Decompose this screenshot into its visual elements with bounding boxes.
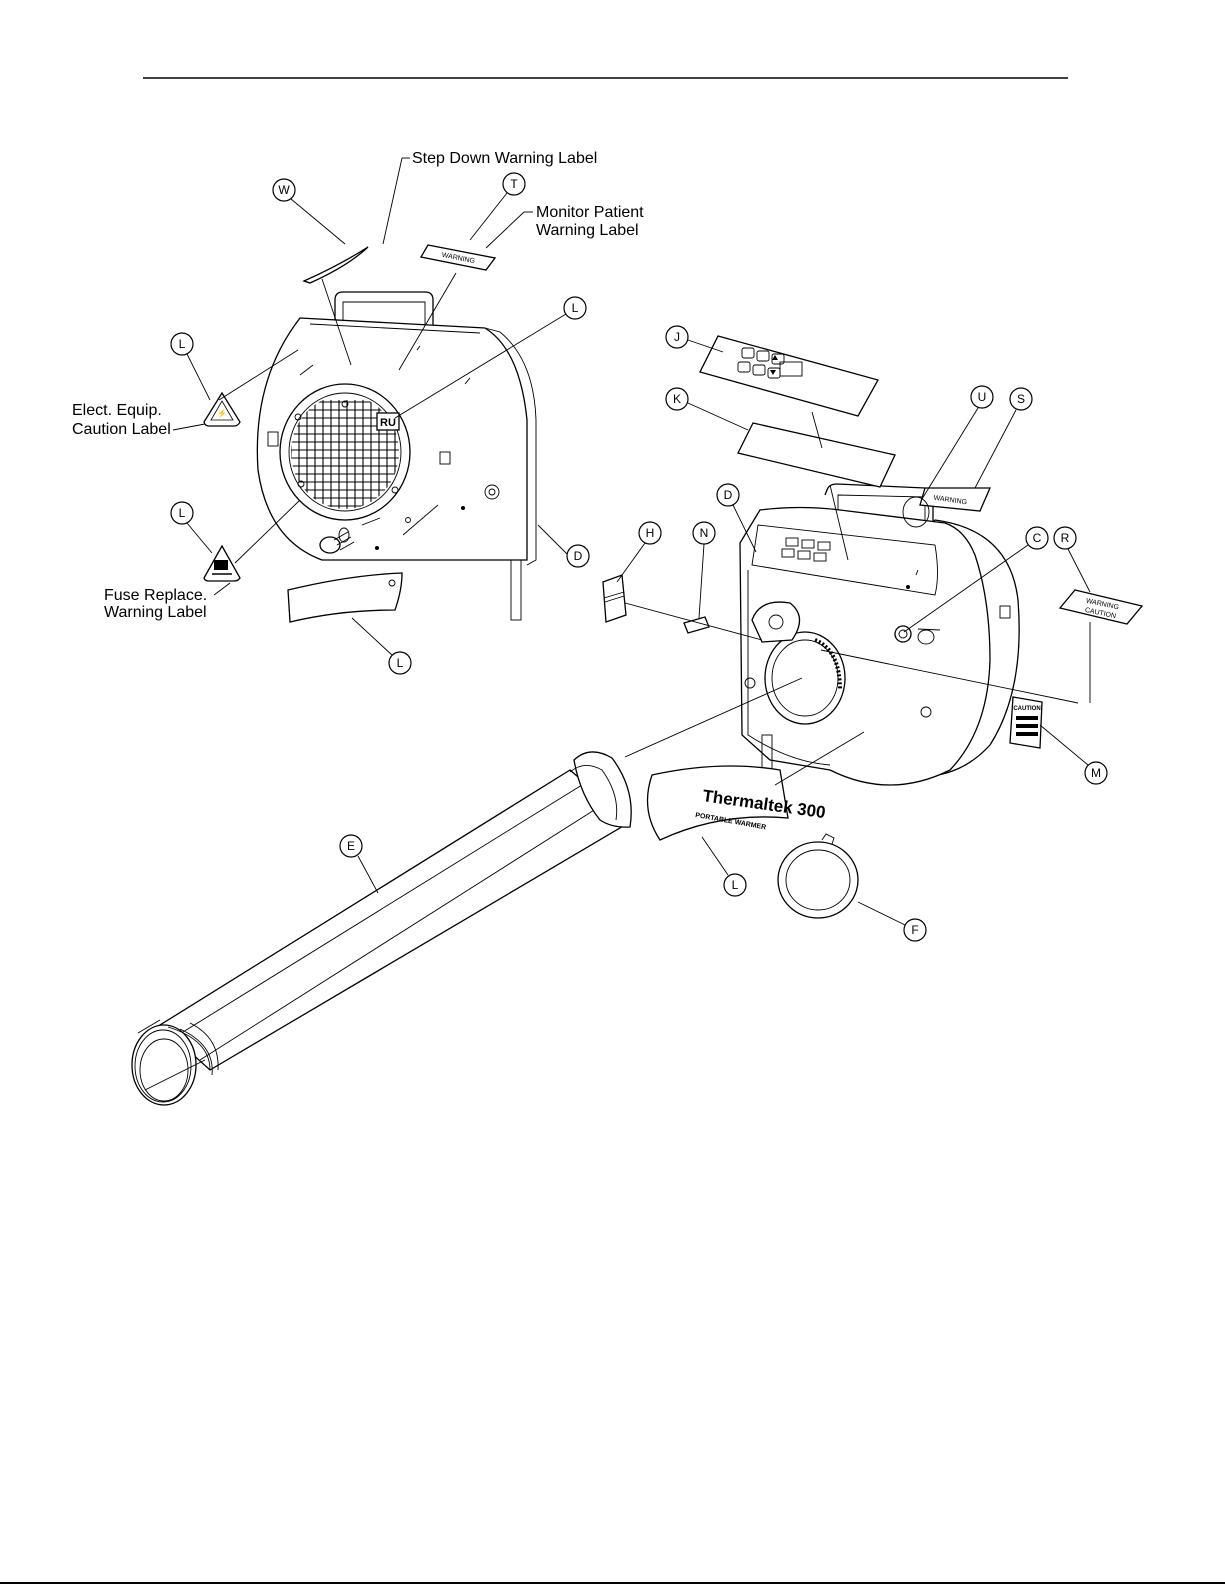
callout-L-fuse: L bbox=[171, 502, 212, 553]
svg-text:RU: RU bbox=[380, 417, 396, 429]
callout-N: N bbox=[693, 522, 715, 618]
callout-T: T bbox=[470, 173, 525, 240]
callout-M: M bbox=[1040, 725, 1107, 784]
svg-text:Step Down Warning Label: Step Down Warning Label bbox=[412, 150, 597, 167]
svg-text:L: L bbox=[572, 301, 579, 315]
svg-text:M: M bbox=[1091, 766, 1101, 780]
panel-backing-K bbox=[738, 423, 895, 487]
thermaltek-product-label: Thermaltek 300 PORTABLE WARMER bbox=[648, 766, 827, 840]
front-curved-label bbox=[288, 573, 402, 622]
svg-text:N: N bbox=[700, 526, 709, 540]
svg-text:E: E bbox=[347, 839, 355, 853]
svg-text:L: L bbox=[179, 337, 186, 351]
left-unit: RU bbox=[257, 292, 536, 622]
svg-text:L: L bbox=[732, 878, 739, 892]
right-unit bbox=[740, 484, 1019, 785]
svg-text:R: R bbox=[1061, 531, 1070, 545]
svg-text:Elect. Equip.: Elect. Equip. bbox=[72, 402, 162, 419]
ul-mark-label: RU bbox=[377, 413, 399, 430]
svg-text:D: D bbox=[724, 488, 733, 502]
hose-E bbox=[132, 752, 631, 1105]
svg-text:Monitor Patient: Monitor Patient bbox=[536, 204, 644, 221]
label-H bbox=[603, 575, 626, 622]
callout-L-front: L bbox=[352, 618, 411, 674]
clamp-ring-F bbox=[778, 834, 858, 918]
callout-L-product: L bbox=[702, 837, 746, 896]
svg-text:C: C bbox=[1033, 531, 1042, 545]
callout-R: R bbox=[1054, 527, 1090, 592]
label-fuse-replace: Fuse Replace. Warning Label bbox=[104, 583, 230, 621]
svg-text:Warning Label: Warning Label bbox=[536, 222, 639, 239]
caution-sticker-M: CAUTION bbox=[1010, 697, 1042, 748]
callout-L-elect: L bbox=[171, 333, 210, 400]
callout-U: U bbox=[922, 386, 993, 499]
svg-text:Fuse Replace.: Fuse Replace. bbox=[104, 587, 207, 604]
callout-E: E bbox=[340, 835, 378, 893]
label-elect-equip: Elect. Equip. Caution Label bbox=[72, 402, 205, 438]
svg-text:S: S bbox=[1017, 392, 1025, 406]
callout-H: H bbox=[617, 522, 661, 582]
svg-text:CAUTION: CAUTION bbox=[1013, 706, 1040, 712]
warning-sticker-S: WARNING bbox=[920, 488, 990, 511]
svg-text:W: W bbox=[278, 183, 290, 197]
callout-K: K bbox=[666, 388, 748, 430]
fuse-replace-warning-triangle bbox=[204, 546, 240, 581]
monitor-patient-warning-sticker: WARNING bbox=[421, 245, 495, 270]
svg-text:T: T bbox=[510, 177, 518, 191]
control-panel-overlay-J bbox=[700, 336, 878, 416]
label-monitor-patient: Monitor Patient Warning Label bbox=[486, 204, 644, 248]
callout-F: F bbox=[858, 902, 926, 941]
svg-text:D: D bbox=[574, 549, 583, 563]
svg-text:⚡: ⚡ bbox=[217, 408, 227, 418]
svg-text:Warning Label: Warning Label bbox=[104, 604, 207, 621]
callout-W: W bbox=[273, 179, 345, 244]
step-down-warning-strip bbox=[304, 247, 368, 283]
svg-text:J: J bbox=[674, 330, 680, 344]
svg-text:H: H bbox=[646, 526, 655, 540]
svg-text:F: F bbox=[911, 923, 918, 937]
svg-text:L: L bbox=[397, 656, 404, 670]
svg-text:L: L bbox=[179, 506, 186, 520]
svg-text:Caution Label: Caution Label bbox=[72, 421, 171, 438]
svg-text:U: U bbox=[978, 390, 987, 404]
warning-caution-sticker-R: WARNING CAUTION bbox=[1060, 590, 1142, 624]
callout-D-left: D bbox=[538, 525, 589, 567]
svg-text:K: K bbox=[673, 392, 681, 406]
